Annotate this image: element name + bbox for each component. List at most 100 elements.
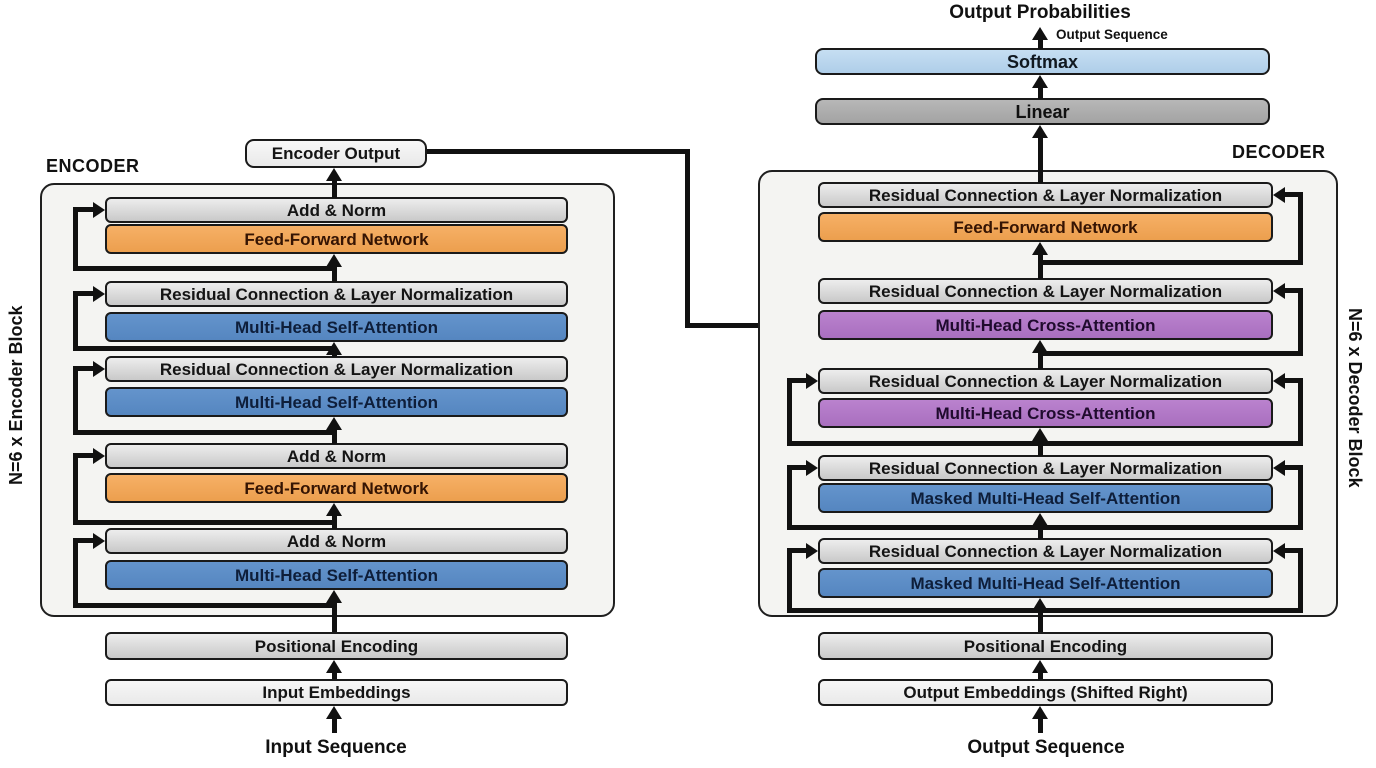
residual-skip-arrowhead bbox=[806, 373, 818, 389]
residual-skip-line bbox=[787, 378, 806, 383]
encoder-self-attention-box: Multi-Head Self-Attention bbox=[105, 387, 568, 417]
output-probabilities-label: Output Probabilities bbox=[949, 2, 1131, 23]
residual-skip-arrowhead bbox=[93, 361, 105, 377]
residual-skip-line bbox=[1285, 288, 1303, 293]
residual-skip-line bbox=[787, 441, 1040, 446]
residual-skip-line bbox=[73, 453, 78, 525]
residual-skip-line bbox=[73, 366, 93, 371]
decoder-output-embeddings-box: Output Embeddings (Shifted Right) bbox=[818, 679, 1273, 706]
residual-skip-line bbox=[1285, 378, 1303, 383]
decoder-residual-norm-box: Residual Connection & Layer Normalizatio… bbox=[818, 368, 1273, 394]
output-sequence-label: Output Sequence bbox=[967, 737, 1125, 758]
encoder-self-attention-box: Multi-Head Self-Attention bbox=[105, 560, 568, 590]
residual-skip-arrowhead bbox=[806, 543, 818, 559]
residual-skip-line bbox=[73, 291, 93, 296]
residual-skip-line bbox=[787, 465, 806, 470]
flow-arrowhead bbox=[326, 417, 342, 430]
residual-skip-arrowhead bbox=[806, 460, 818, 476]
encoder-add-norm-box: Add & Norm bbox=[105, 528, 568, 554]
residual-skip-line bbox=[73, 520, 336, 525]
residual-skip-line bbox=[73, 366, 78, 435]
residual-skip-line bbox=[787, 378, 792, 446]
flow-arrowhead bbox=[1032, 598, 1048, 611]
flow-line bbox=[1038, 353, 1043, 369]
residual-skip-line bbox=[1298, 548, 1303, 613]
decoder-residual-norm-box: Residual Connection & Layer Normalizatio… bbox=[818, 455, 1273, 481]
residual-skip-line bbox=[73, 207, 93, 212]
residual-skip-line bbox=[1285, 465, 1303, 470]
flow-arrowhead bbox=[326, 168, 342, 181]
encoder-side-label: N=6 x Encoder Block bbox=[6, 305, 26, 485]
residual-skip-line bbox=[73, 603, 336, 608]
residual-skip-line bbox=[787, 525, 1040, 530]
flow-arrowhead bbox=[1032, 27, 1048, 40]
encoder-residual-norm-box: Residual Connection & Layer Normalizatio… bbox=[105, 281, 568, 307]
residual-skip-line bbox=[1298, 192, 1303, 265]
decoder-residual-norm-box: Residual Connection & Layer Normalizatio… bbox=[818, 182, 1273, 208]
flow-line bbox=[332, 603, 337, 633]
flow-arrowhead bbox=[326, 660, 342, 673]
decoder-side-label: N=6 x Decoder Block bbox=[1345, 308, 1365, 488]
encoder-decoder-connector bbox=[427, 149, 688, 154]
residual-skip-line bbox=[73, 266, 336, 271]
decoder-residual-norm-box: Residual Connection & Layer Normalizatio… bbox=[818, 538, 1273, 564]
decoder-cross-attention-box: Multi-Head Cross-Attention bbox=[818, 310, 1273, 340]
flow-line bbox=[1038, 138, 1043, 183]
flow-line bbox=[1038, 673, 1043, 680]
encoder-section-label: ENCODER bbox=[46, 156, 140, 176]
residual-skip-line bbox=[787, 608, 1040, 613]
encoder-decoder-connector bbox=[685, 323, 806, 328]
residual-skip-line bbox=[73, 538, 78, 608]
flow-line bbox=[332, 353, 337, 357]
flow-arrowhead bbox=[326, 706, 342, 719]
residual-skip-arrowhead bbox=[93, 533, 105, 549]
residual-skip-arrowhead bbox=[93, 202, 105, 218]
flow-line bbox=[1038, 88, 1043, 99]
residual-skip-line bbox=[73, 430, 336, 435]
residual-skip-arrowhead bbox=[93, 448, 105, 464]
residual-skip-line bbox=[1040, 608, 1303, 613]
encoder-input-embeddings-box: Input Embeddings bbox=[105, 679, 568, 706]
decoder-masked-attention-box: Masked Multi-Head Self-Attention bbox=[818, 568, 1273, 598]
residual-skip-arrowhead bbox=[1273, 283, 1285, 299]
flow-arrowhead bbox=[1032, 706, 1048, 719]
residual-skip-line bbox=[1285, 548, 1303, 553]
flow-arrowhead bbox=[1032, 513, 1048, 526]
encoder-residual-norm-box: Residual Connection & Layer Normalizatio… bbox=[105, 356, 568, 382]
flow-line bbox=[1038, 40, 1043, 49]
residual-skip-line bbox=[787, 548, 792, 613]
flow-arrowhead bbox=[326, 503, 342, 516]
residual-skip-line bbox=[787, 465, 792, 530]
residual-skip-arrowhead bbox=[1273, 373, 1285, 389]
residual-skip-line bbox=[73, 207, 78, 271]
flow-arrowhead bbox=[1032, 660, 1048, 673]
flow-arrowhead bbox=[1032, 125, 1048, 138]
flow-arrowhead bbox=[326, 342, 342, 355]
input-sequence-label: Input Sequence bbox=[265, 737, 407, 758]
flow-line bbox=[1038, 255, 1043, 279]
residual-skip-line bbox=[1040, 441, 1303, 446]
residual-skip-arrowhead bbox=[1273, 460, 1285, 476]
flow-line bbox=[332, 673, 337, 680]
encoder-output-box: Encoder Output bbox=[245, 139, 427, 168]
residual-skip-line bbox=[73, 346, 336, 351]
residual-skip-line bbox=[1298, 465, 1303, 530]
encoder-add-norm-box: Add & Norm bbox=[105, 443, 568, 469]
residual-skip-line bbox=[1285, 192, 1303, 197]
encoder-self-attention-box: Multi-Head Self-Attention bbox=[105, 312, 568, 342]
flow-line bbox=[1038, 611, 1043, 633]
residual-skip-line bbox=[73, 538, 93, 543]
residual-skip-line bbox=[1040, 525, 1303, 530]
encoder-feed-forward-box: Feed-Forward Network bbox=[105, 473, 568, 503]
flow-arrowhead bbox=[1032, 428, 1048, 441]
flow-line bbox=[1038, 526, 1043, 539]
residual-skip-arrowhead bbox=[1273, 543, 1285, 559]
flow-arrowhead bbox=[1032, 242, 1048, 255]
flow-line bbox=[332, 516, 337, 529]
flow-arrowhead bbox=[326, 590, 342, 603]
residual-skip-line bbox=[787, 548, 806, 553]
encoder-add-norm-box: Add & Norm bbox=[105, 197, 568, 223]
flow-line bbox=[1038, 719, 1043, 733]
flow-line bbox=[332, 430, 337, 444]
decoder-cross-attention-box: Multi-Head Cross-Attention bbox=[818, 398, 1273, 428]
